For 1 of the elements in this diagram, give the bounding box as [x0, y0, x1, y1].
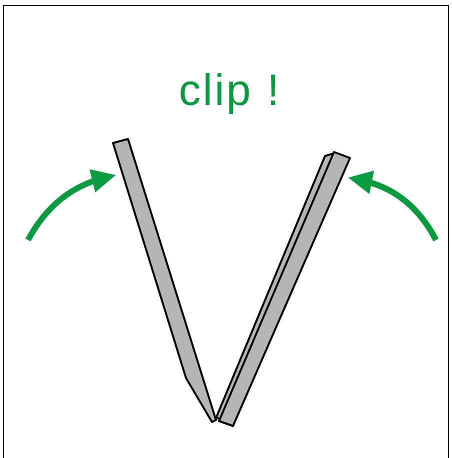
- caption-text: clip !: [178, 66, 282, 115]
